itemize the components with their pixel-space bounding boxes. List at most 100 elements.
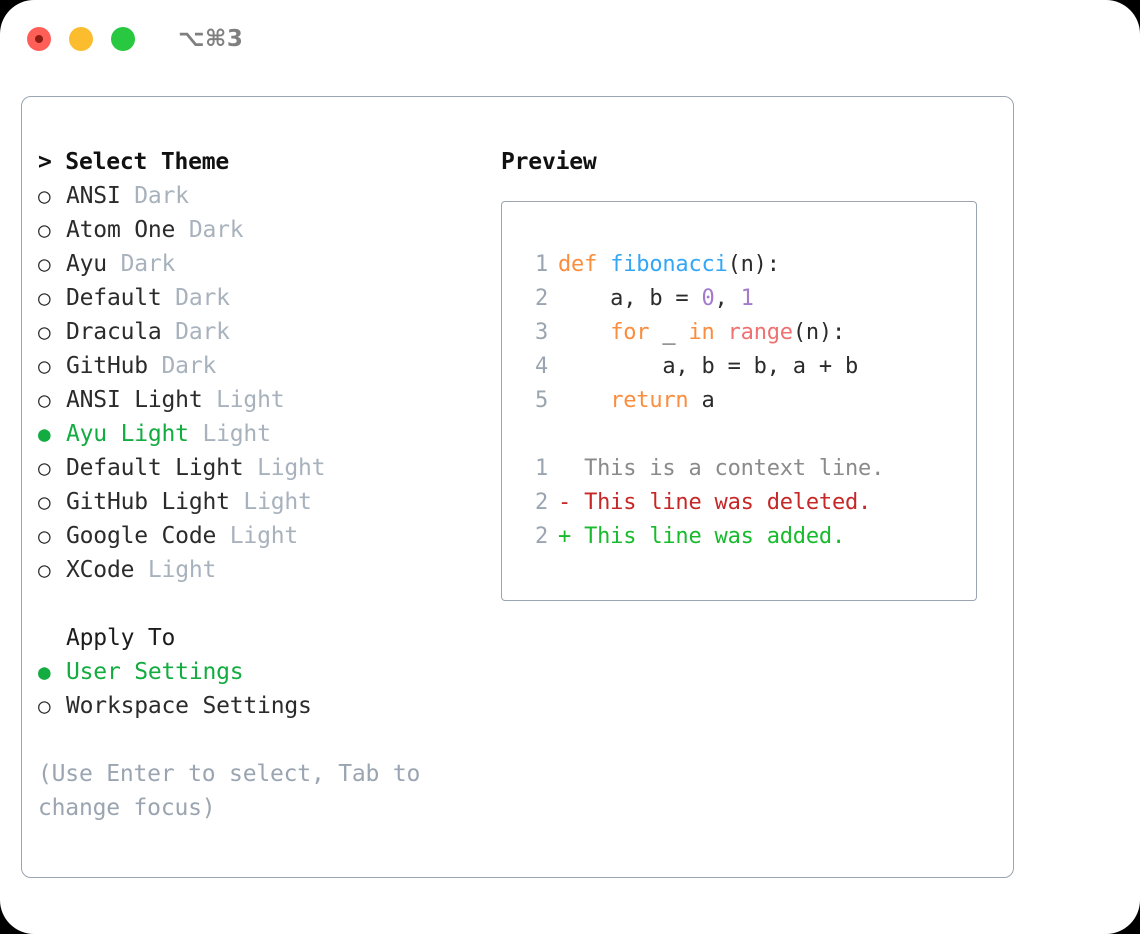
theme-variant-badge: Light — [202, 387, 285, 413]
apply-to-option-workspace-settings[interactable]: ○Workspace Settings — [38, 689, 478, 723]
radio-unselected-icon: ○ — [38, 286, 51, 310]
diff-line-text: + This line was added. — [558, 524, 845, 549]
diff-line-ctx: 1 This is a context line. — [516, 452, 976, 486]
theme-option-ayu-light[interactable]: ● Ayu Light Light — [38, 417, 478, 451]
theme-variant-badge: Dark — [147, 353, 217, 379]
minimize-button[interactable] — [69, 27, 93, 51]
theme-option-label: Ayu — [66, 251, 107, 277]
radio-selected-icon: ● — [38, 422, 51, 446]
line-number: 3 — [534, 320, 548, 345]
theme-option-github-light[interactable]: ○GitHub Light Light — [38, 485, 478, 519]
theme-variant-badge: Dark — [106, 251, 176, 277]
code-token: for — [610, 320, 650, 345]
theme-option-label: Google Code — [66, 523, 217, 549]
theme-option-label: XCode — [66, 557, 135, 583]
maximize-button[interactable] — [111, 27, 135, 51]
radio-unselected-icon: ○ — [38, 490, 51, 514]
code-token: in — [688, 320, 715, 345]
line-number: 2 — [534, 286, 548, 311]
code-token: fibonacci — [610, 252, 728, 277]
apply-to-heading: Apply To — [66, 625, 176, 651]
theme-option-ayu[interactable]: ○ Ayu Dark — [38, 247, 478, 281]
diff-line-add: 2+ This line was added. — [516, 520, 976, 554]
radio-selected-icon: ● — [38, 660, 51, 684]
code-token: , — [714, 286, 741, 311]
theme-picker-panel: > Select Theme ○ANSI Dark○Atom One Dark○… — [21, 96, 1014, 878]
code-line: 4 a, b = b, a + b — [516, 350, 976, 384]
radio-unselected-icon: ○ — [38, 558, 51, 582]
diff-block: 1 This is a context line. 2 - This line wa… — [516, 452, 976, 554]
theme-variant-badge: Dark — [120, 183, 189, 209]
theme-option-atom-one[interactable]: ○Atom One Dark — [38, 213, 478, 247]
apply-to-option-user-settings[interactable]: ● User Settings — [38, 655, 478, 689]
theme-option-label: ANSI — [66, 183, 121, 209]
close-button[interactable] — [27, 27, 51, 51]
line-number: 1 — [534, 456, 548, 481]
help-text: (Use Enter to select, Tab to change focu… — [38, 761, 421, 821]
radio-unselected-icon: ○ — [38, 252, 51, 276]
code-token — [558, 388, 610, 413]
theme-option-label: GitHub — [66, 353, 148, 379]
theme-variant-badge: Dark — [161, 285, 230, 311]
code-token: a, b = — [558, 286, 702, 311]
theme-option-github[interactable]: ○ GitHub Dark — [38, 349, 478, 383]
keyboard-shortcut-label: ⌥⌘3 — [178, 26, 244, 52]
code-token: _ — [649, 320, 689, 345]
theme-option-ansi[interactable]: ○ ANSI Dark — [38, 179, 478, 213]
theme-variant-badge: Light — [188, 421, 271, 447]
apply-to-list[interactable]: ● User Settings ○Workspace Settings — [38, 655, 478, 723]
theme-option-label: Ayu Light — [66, 421, 189, 447]
theme-option-label: Default — [66, 285, 162, 311]
section-spacer — [38, 587, 478, 621]
code-line: 1 def fibonacci(n): — [516, 248, 976, 282]
radio-unselected-icon: ○ — [38, 388, 51, 412]
code-line-text: a, b = 0, 1 — [558, 282, 754, 316]
code-token: (n): — [792, 320, 846, 345]
theme-option-label: GitHub Light — [66, 489, 230, 515]
radio-unselected-icon: ○ — [38, 694, 51, 718]
window-controls — [27, 27, 135, 51]
theme-variant-badge: Light — [243, 455, 326, 481]
theme-list[interactable]: ○ANSI Dark○Atom One Dark○Ayu Dark○Defaul… — [38, 179, 478, 587]
code-token — [558, 320, 610, 345]
theme-option-label: Default Light — [66, 455, 244, 481]
theme-option-dracula[interactable]: ○Dracula Dark — [38, 315, 478, 349]
code-token: return — [610, 388, 689, 413]
line-number: 1 — [534, 252, 548, 277]
code-token: def — [558, 252, 598, 277]
diff-line-text: This is a context line. — [558, 456, 885, 481]
code-token: (n): — [727, 252, 780, 277]
theme-option-label: ANSI Light — [66, 387, 203, 413]
theme-option-default[interactable]: ○ Default Dark — [38, 281, 478, 315]
diff-line-text: - This line was deleted. — [558, 490, 872, 515]
diff-line-del: 2 - This line was deleted. — [516, 486, 976, 520]
title-bar: ⌥⌘3 — [0, 0, 1140, 78]
theme-variant-badge: Light — [216, 523, 299, 549]
code-token: range — [727, 320, 793, 345]
line-number: 4 — [534, 354, 548, 379]
radio-unselected-icon: ○ — [38, 320, 51, 344]
theme-option-default-light[interactable]: ○ Default Light Light — [38, 451, 478, 485]
radio-unselected-icon: ○ — [38, 218, 51, 242]
code-line-text: return a — [558, 384, 715, 418]
code-token: 1 — [740, 286, 754, 311]
theme-option-xcode[interactable]: ○XCode Light — [38, 553, 478, 587]
code-token — [715, 320, 728, 345]
radio-unselected-icon: ○ — [38, 354, 51, 378]
theme-option-label: Dracula — [66, 319, 162, 345]
radio-unselected-icon: ○ — [38, 184, 51, 208]
line-number: 2 — [534, 490, 548, 515]
theme-option-ansi-light[interactable]: ○ ANSI Light Light — [38, 383, 478, 417]
theme-option-google-code[interactable]: ○ Google Code Light — [38, 519, 478, 553]
select-theme-heading: > Select Theme — [38, 149, 230, 175]
apply-to-option-label: User Settings — [66, 659, 244, 685]
line-number: 5 — [534, 388, 548, 413]
radio-unselected-icon: ○ — [38, 524, 51, 548]
radio-unselected-icon: ○ — [38, 456, 51, 480]
code-token: 0 — [701, 286, 715, 311]
theme-variant-badge: Dark — [175, 217, 244, 243]
code-line: 3 for _ in range(n): — [516, 316, 976, 350]
